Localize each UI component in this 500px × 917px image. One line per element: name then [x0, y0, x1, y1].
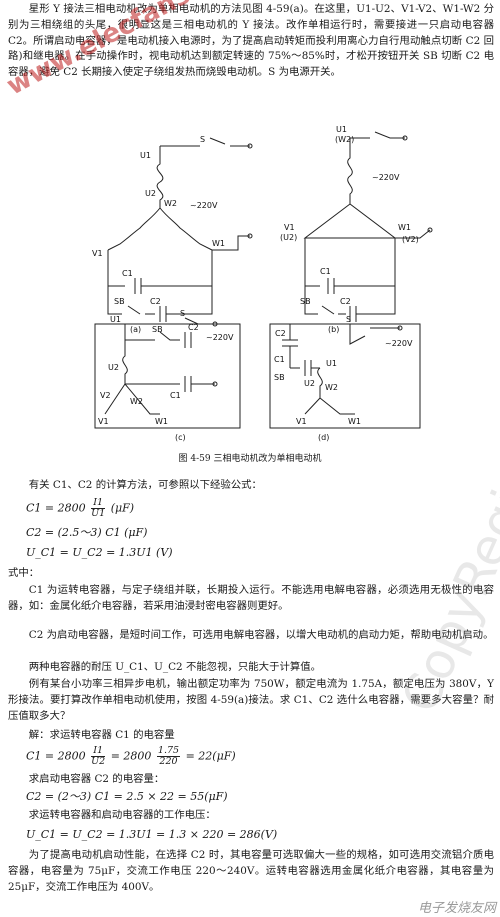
label-b-w2: (W2)	[335, 135, 354, 144]
label-c-w1: W1	[155, 417, 168, 426]
label-d-u2: U2	[304, 379, 315, 388]
sublabel-b: (b)	[328, 325, 339, 334]
label-d-w1: W1	[348, 417, 361, 426]
label-a-c2: C2	[150, 297, 161, 306]
paragraph-c2: C2 为启动电容器，是短时间工作，可选用电解电容器，以增大电动机的启动力矩，帮助…	[28, 629, 494, 641]
intro-paragraph: 星形 Y 接法三相电动机改为单相电动机的方法见图 4-59(a)。在这里，U1-…	[8, 3, 494, 79]
calc-c2: C2 = (2～3) C1 = 2.5 × 22 = 55(μF)	[26, 790, 228, 803]
sublabel-a: (a)	[130, 325, 141, 334]
formula-c2: C2 = (2.5～3) C1 (μF)	[26, 526, 148, 539]
label-a-w1: W1	[212, 239, 225, 248]
label-b-v2: (V2)	[402, 235, 419, 244]
label-b-u2: (U2)	[280, 233, 297, 242]
label-d-c2: C2	[275, 329, 286, 338]
label-a-220v: ~220V	[190, 201, 218, 210]
figure-caption: 图 4-59 三相电动机改为单相电动机	[178, 454, 322, 464]
label-c-v2: V2	[100, 391, 111, 400]
label-c-c2: C2	[188, 323, 199, 332]
paragraph-formula-intro: 有关 C1、C2 的计算方法，可参照以下经验公式：	[28, 479, 262, 491]
label-d-c1: C1	[274, 355, 285, 364]
label-a-w2: W2	[164, 199, 177, 208]
label-a-u1: U1	[140, 151, 151, 160]
label-a-s: S	[200, 135, 205, 144]
sublabel-c: (c)	[175, 433, 186, 442]
label-c-w2: W2	[130, 397, 143, 406]
figure-labels: S U1 U2 W2 ~220V W1 V1 C1 SB C2 (a) U1 (…	[92, 125, 419, 442]
calc-uc: U_C1 = U_C2 = 1.3U1 = 1.3 × 220 = 286(V)	[26, 828, 278, 841]
paragraph-selection: 为了提高电动机启动性能，在选择 C2 时，其电容量可选取偏大一些的规格，如可选用…	[8, 849, 494, 893]
watermark-corner: 电子发烧友网	[417, 901, 496, 916]
label-d-220v: ~220V	[385, 339, 413, 348]
label-d-w2: W2	[325, 383, 338, 392]
label-a-v1: V1	[92, 249, 103, 258]
label-a-sb: SB	[114, 297, 125, 306]
label-d-u1: U1	[326, 359, 337, 368]
label-c-u1: U1	[110, 315, 121, 324]
solve-step-2: 求启动电容器 C2 的电容量：	[28, 773, 165, 785]
label-b-w1: W1	[398, 223, 411, 232]
solve-step-1: 解：求运转电容器 C1 的电容量	[28, 729, 175, 741]
label-c-220v: ~220V	[206, 333, 234, 342]
label-a-c1: C1	[122, 269, 133, 278]
label-b-u1: U1	[336, 125, 347, 134]
label-d-sb: SB	[274, 373, 285, 382]
label-b-v1: V1	[284, 223, 295, 232]
circuit-figure: S U1 U2 W2 ~220V W1 V1 C1 SB C2 (a) U1 (…	[92, 125, 433, 442]
label-c-v1: V1	[98, 417, 109, 426]
label-a-u2: U2	[145, 189, 156, 198]
label-b-220v: ~220V	[372, 173, 400, 182]
paragraph-example: 例有某台小功率三相异步电机，输出额定功率为 750W，额定电流为 1.75A，额…	[8, 678, 494, 722]
label-b-c2: C2	[340, 297, 351, 306]
label-c-sb: SB	[152, 325, 163, 334]
label-b-sb: SB	[300, 297, 311, 306]
label-c-c1: C1	[170, 391, 181, 400]
label-d-s: S	[346, 315, 351, 324]
label-c-s: S	[180, 309, 185, 318]
label-b-c1: C1	[320, 267, 331, 276]
formula-uc: U_C1 = U_C2 = 1.3U1 (V)	[26, 546, 173, 559]
label-d-v1: V1	[296, 417, 307, 426]
label-c-u2: U2	[108, 363, 119, 372]
sublabel-d: (d)	[318, 433, 329, 442]
paragraph-voltage: 两种电容器的耐压 U_C1、U_C2 不能忽视，只能大于计算值。	[28, 661, 322, 673]
shizhong-label: 式中：	[8, 567, 40, 579]
solve-step-3: 求运转电容器和启动电容器的工作电压：	[28, 809, 216, 821]
paragraph-c1: C1 为运转电容器，与定子绕组并联，长期投入运行。不能选用电解电容器，必须选用无…	[8, 584, 494, 612]
